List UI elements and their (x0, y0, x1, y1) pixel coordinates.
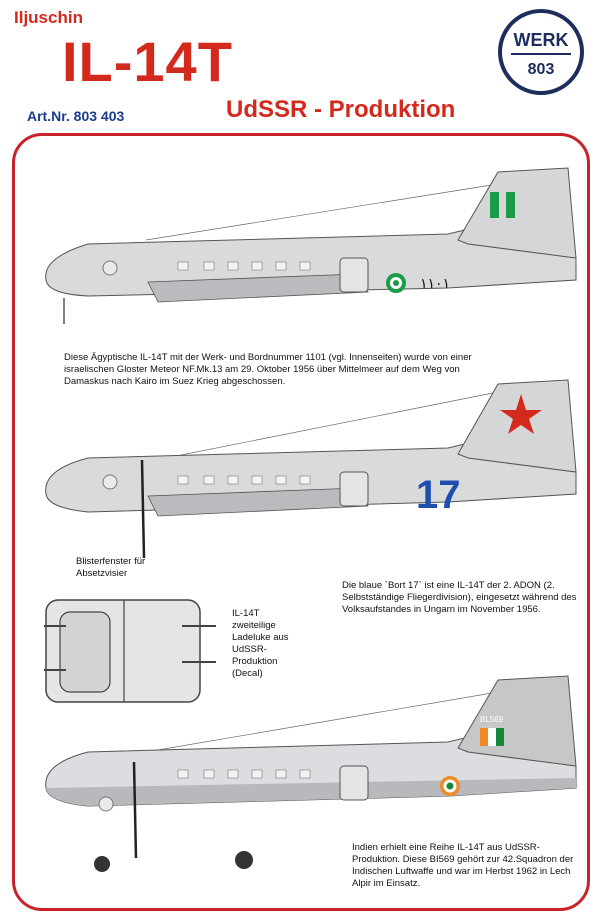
aircraft-india-profile: BL569 (45, 675, 577, 872)
red-star-tail (500, 394, 542, 434)
logo-top-text: WERK (514, 30, 569, 50)
tail-code-india: BL569 (480, 715, 504, 724)
india-flash-green (496, 728, 504, 746)
aircraft-egypt-profile: ١١٠١ (45, 167, 577, 324)
werk-logo: WERK 803 (498, 9, 584, 95)
model-title: IL-14T (62, 30, 233, 93)
cargo-door-label: IL-14T zweiteilige Ladeluke aus UdSSR-Pr… (232, 608, 289, 679)
cargo-door-detail (44, 599, 216, 703)
caption-india: Indien erhielt eine Reihe IL-14T aus UdS… (352, 842, 574, 889)
propeller (140, 459, 146, 559)
caption-egypt: Diese Ägyptische IL-14T mit der Werk- un… (64, 352, 472, 387)
content-frame (12, 133, 590, 911)
fuselage-number-egypt: ١١٠١ (420, 275, 450, 291)
logo-bottom-text: 803 (528, 61, 555, 78)
blister-label: Blisterfenster für Absetzvisier (76, 556, 146, 579)
nose-wheel (94, 856, 110, 872)
article-number: Art.Nr. 803 403 (27, 108, 125, 124)
india-flash-saffron (480, 728, 488, 746)
subtitle: UdSSR - Produktion (226, 96, 456, 123)
fuselage-number-bort: 17 (416, 473, 461, 517)
egypt-tail-stripe (506, 192, 515, 218)
egypt-tail-stripe (490, 192, 499, 218)
caption-soviet: Die blaue `Bort 17` ist eine IL-14T der … (342, 580, 577, 615)
propeller (132, 761, 138, 859)
main-wheel (235, 851, 253, 869)
aircraft-soviet-profile: 17 (45, 379, 577, 559)
brand-name: Iljuschin (14, 8, 83, 27)
